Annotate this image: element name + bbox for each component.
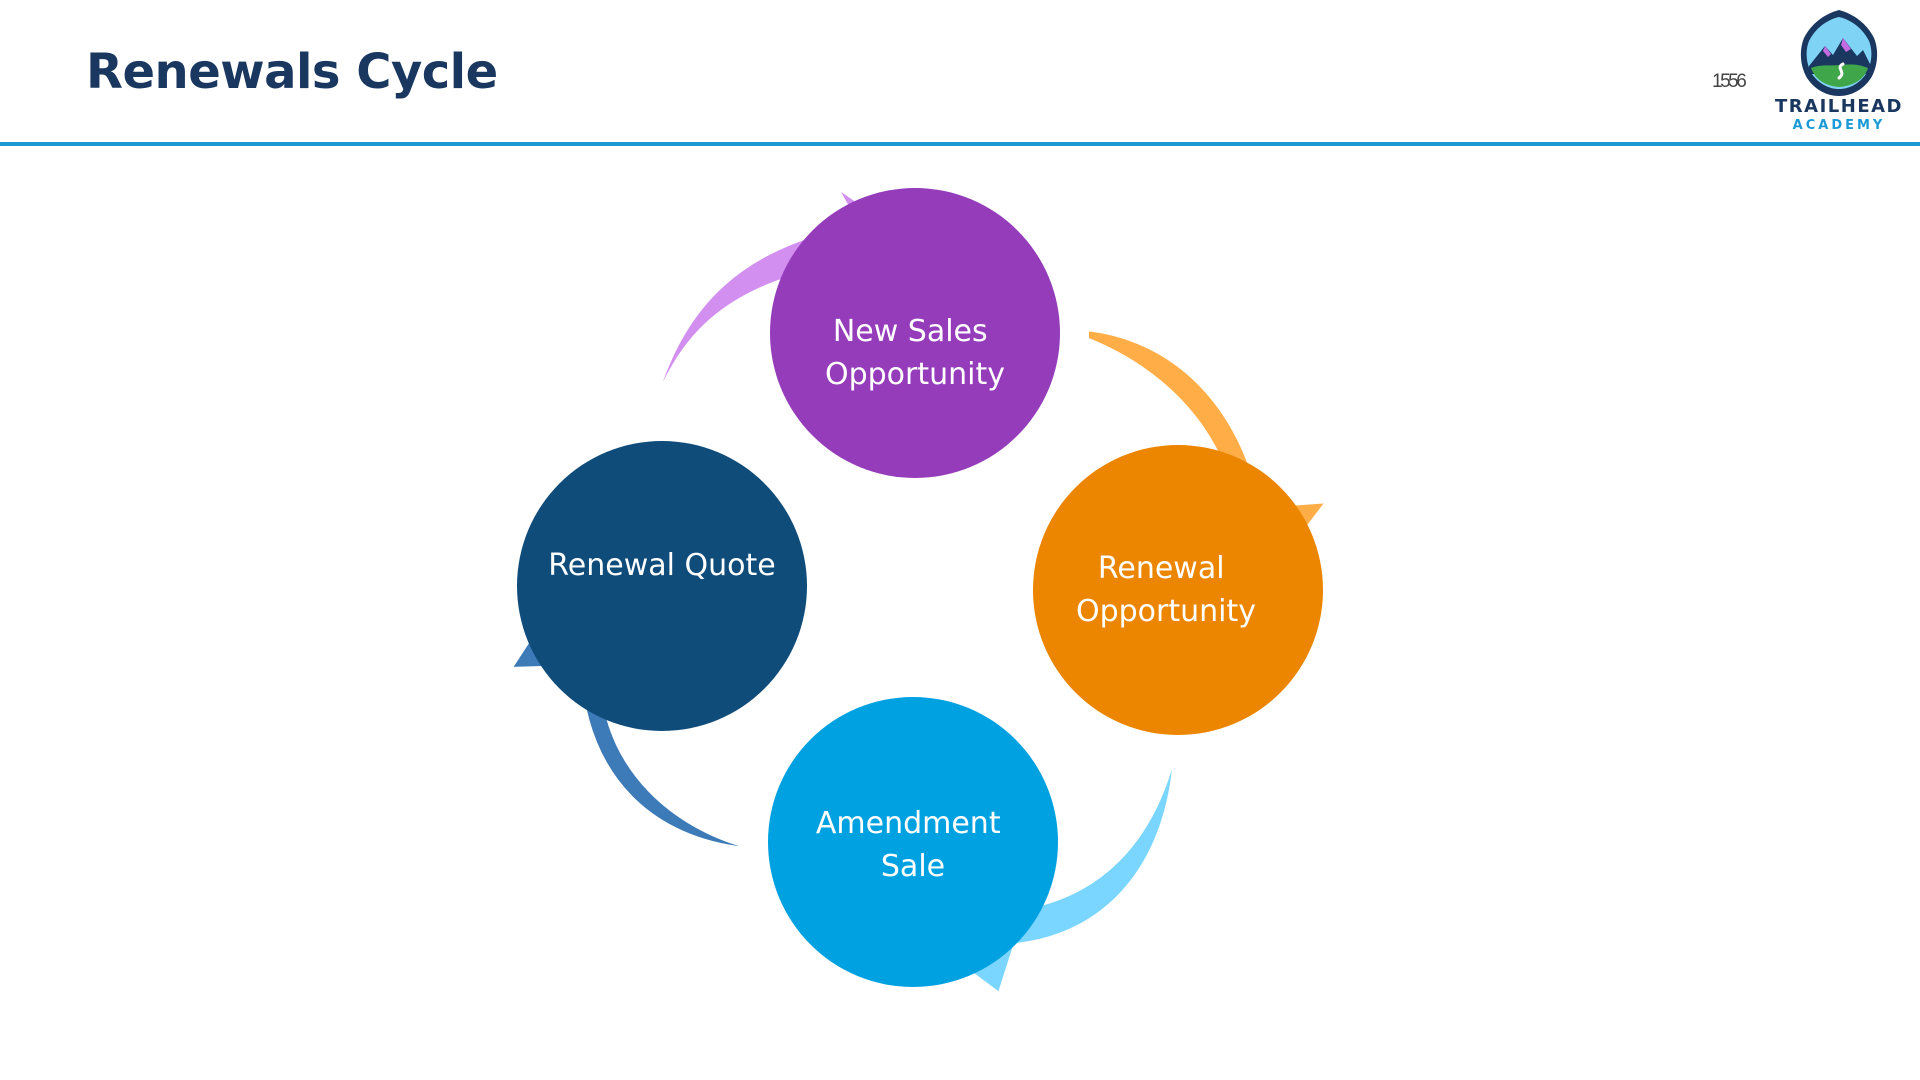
renewal-quote-label-line-1: Renewal Quote: [548, 548, 775, 583]
renewal-quote-label: Renewal Quote: [548, 548, 775, 583]
trailhead-academy-logo: TRAILHEAD ACADEMY: [1768, 8, 1910, 138]
renewal-opportunity-label: Renewal Opportunity: [1076, 551, 1256, 629]
logo-wordmark: TRAILHEAD: [1775, 96, 1903, 117]
amendment-sale-label-line-2: Sale: [881, 849, 945, 884]
new-sales-opportunity-label: New Sales Opportunity: [825, 314, 1005, 392]
amendment-sale-circle: [768, 697, 1058, 987]
slide-number: 1556: [1712, 71, 1747, 92]
amendment-sale-label: Amendment Sale: [816, 806, 1010, 884]
renewal-opportunity-circle: [1033, 445, 1323, 735]
new-sales-opportunity-label-line-1: New Sales: [833, 314, 988, 349]
amendment-sale-label-line-1: Amendment: [816, 806, 1001, 841]
renewal-opportunity-label-line-2: Opportunity: [1076, 594, 1256, 629]
renewal-opportunity-label-line-1: Renewal: [1098, 551, 1225, 586]
header-divider: [0, 142, 1920, 146]
new-sales-opportunity-label-line-2: Opportunity: [825, 357, 1005, 392]
logo-subtitle: ACADEMY: [1792, 118, 1886, 133]
renewal-quote-circle: [517, 441, 807, 731]
new-sales-opportunity-circle: [770, 188, 1060, 478]
trailhead-badge-icon: [1800, 10, 1878, 96]
slide-title: Renewals Cycle: [86, 44, 498, 100]
